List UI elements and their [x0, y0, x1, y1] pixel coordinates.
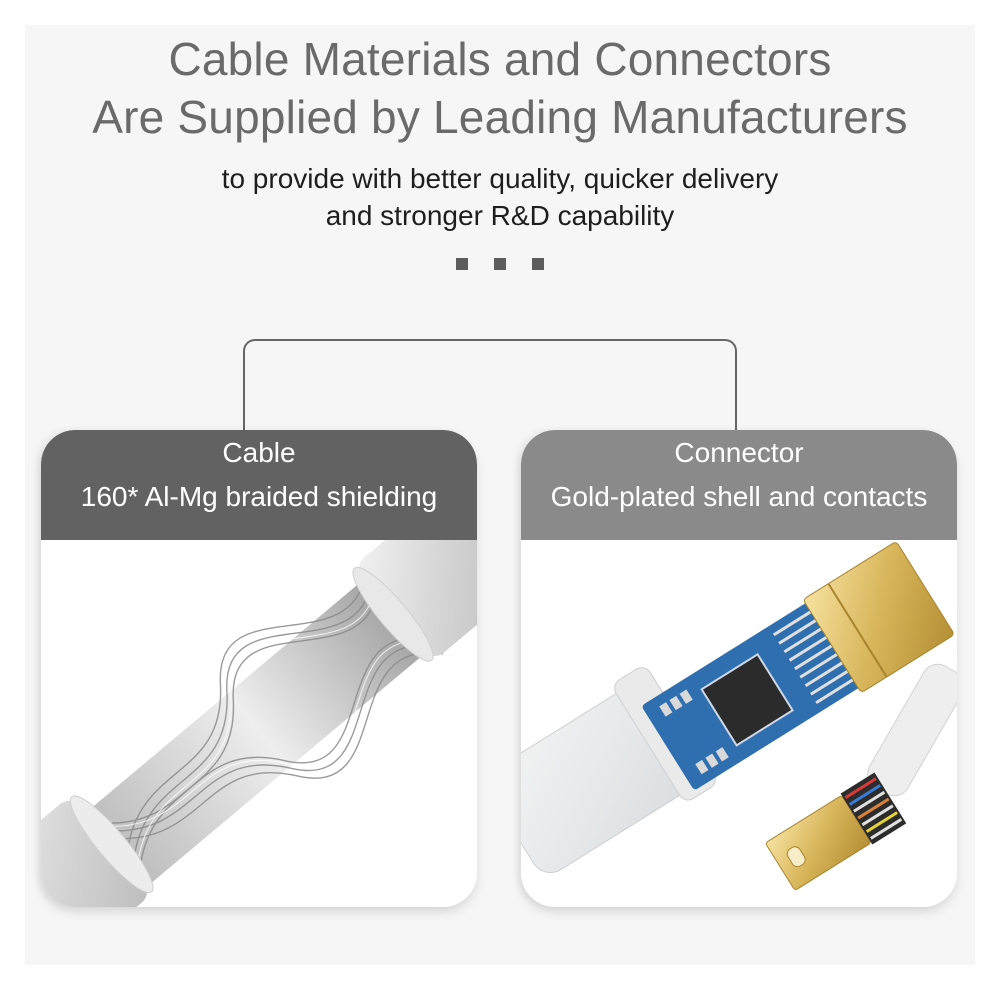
- square-dot-icon: [456, 258, 468, 270]
- subheadline: to provide with better quality, quicker …: [0, 160, 1000, 234]
- connector-card-subtitle: Gold-plated shell and contacts: [550, 481, 928, 512]
- cable-card-subtitle: 160* Al-Mg braided shielding: [80, 481, 438, 512]
- braided-cable-photo: [41, 540, 477, 907]
- hdmi-connector-photo: [521, 540, 957, 907]
- connector-card: Connector Gold-plated shell and contacts: [521, 430, 957, 907]
- connector-bracket-line: [243, 339, 737, 461]
- square-dot-icon: [494, 258, 506, 270]
- headline-line-1: Cable Materials and Connectors: [168, 33, 832, 85]
- subheadline-line-1: to provide with better quality, quicker …: [221, 163, 779, 194]
- headline-line-2: Are Supplied by Leading Manufacturers: [92, 91, 908, 143]
- connector-card-header: Connector Gold-plated shell and contacts: [521, 430, 957, 540]
- headline: Cable Materials and Connectors Are Suppl…: [0, 30, 1000, 146]
- subheadline-line-2: and stronger R&D capability: [325, 200, 675, 231]
- ellipsis-dots: [456, 258, 544, 270]
- cable-card: Cable 160* Al-Mg braided shielding: [41, 430, 477, 907]
- connector-card-title: Connector: [674, 437, 804, 468]
- square-dot-icon: [532, 258, 544, 270]
- cable-card-title: Cable: [222, 437, 296, 468]
- cable-card-header: Cable 160* Al-Mg braided shielding: [41, 430, 477, 540]
